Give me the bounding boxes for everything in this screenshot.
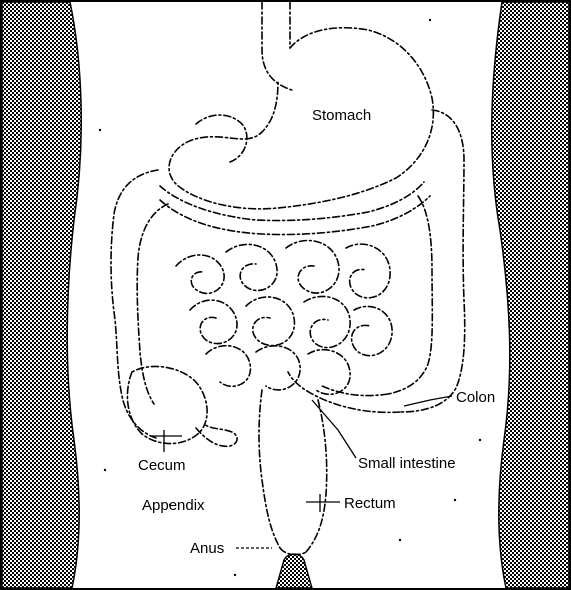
- appendix-label: Appendix: [142, 497, 205, 514]
- stomach-label: Stomach: [312, 107, 371, 124]
- small-intestine-label: Small intestine: [358, 455, 456, 472]
- rectum-label: Rectum: [344, 495, 396, 512]
- cecum-label: Cecum: [138, 457, 186, 474]
- anus-label: Anus: [190, 540, 224, 557]
- colon-label: Colon: [456, 389, 495, 406]
